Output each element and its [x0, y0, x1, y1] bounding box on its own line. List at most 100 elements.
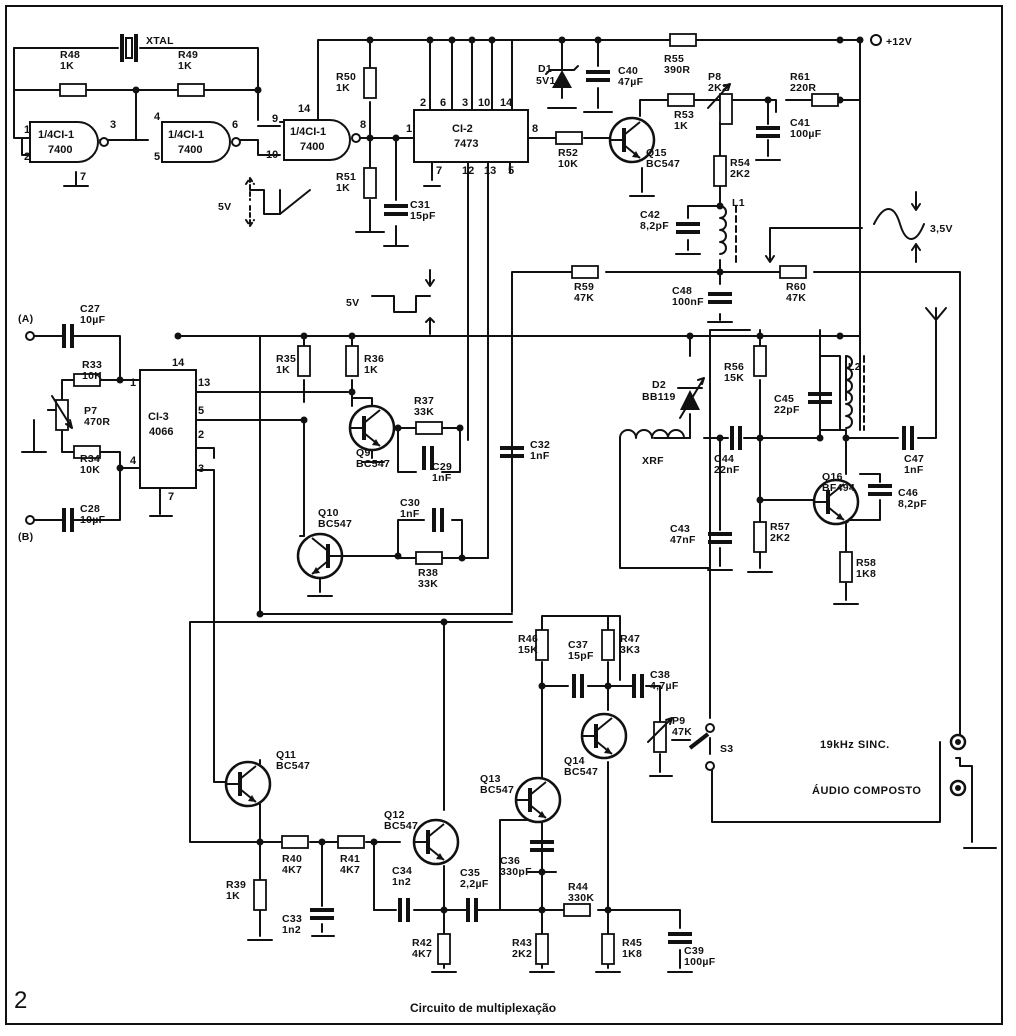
capacitor-value: 100µF — [684, 956, 716, 968]
resistor-value: 1K — [364, 364, 378, 376]
resistor-r48 — [59, 83, 87, 97]
resistor-value: 4K7 — [282, 864, 302, 876]
resistor-r39 — [253, 879, 267, 911]
supply-terminal: +12V — [870, 34, 912, 48]
gate-2-type: 7400 — [178, 144, 202, 156]
pin-label: 14 — [172, 357, 185, 369]
capacitor-value: 330pF — [500, 866, 532, 878]
component-label: 5V1 — [536, 75, 556, 87]
pin-label: 8 — [532, 123, 538, 135]
component-label: XRF — [642, 455, 664, 467]
capacitor-ref: C40 — [618, 65, 638, 77]
pin-label: 6 — [232, 119, 238, 131]
emitter-arrow — [604, 747, 612, 754]
pin-label: 3 — [462, 97, 468, 109]
resistor-ref: P7 — [84, 405, 97, 417]
resistor-ref: R49 — [178, 49, 198, 61]
capacitor-value: 1nF — [400, 508, 420, 520]
transistor-type: BC547 — [384, 820, 418, 832]
emitter-arrow — [836, 513, 844, 520]
resistor-r49 — [177, 83, 205, 97]
pin-label: 1 — [406, 123, 412, 135]
capacitor-value: 22nF — [714, 464, 740, 476]
emitter-arrow — [436, 853, 444, 860]
pin-label: 10 — [478, 97, 490, 109]
input-terminals: (A) (B) — [18, 313, 35, 543]
transistor-ref: Q14 — [564, 755, 585, 767]
capacitor-value: 1nF — [904, 464, 924, 476]
ci2-name: CI-2 — [452, 123, 473, 135]
capacitor-ref: C47 — [904, 453, 924, 465]
capacitor-ref: C29 — [432, 461, 452, 473]
resistor-value: 4K7 — [340, 864, 360, 876]
resistor-value: 3K3 — [620, 644, 640, 656]
resistor-r52 — [555, 131, 583, 145]
resistor-value: 1K — [336, 82, 350, 94]
capacitor-ref: C33 — [282, 913, 302, 925]
transistor-type: BC547 — [318, 518, 352, 530]
capacitor-ref: C39 — [684, 945, 704, 957]
resistor-ref: R53 — [674, 109, 694, 121]
resistor-value: 47K — [786, 292, 806, 304]
pin-label: 2 — [24, 151, 30, 163]
capacitor-value: 1n2 — [282, 924, 301, 936]
resistor-r33 — [73, 373, 101, 387]
waveform-2-label: 5V — [346, 297, 359, 309]
ci3-chip: CI-3 4066 14 1 4 13 5 2 3 7 — [130, 357, 210, 503]
zener-diode-d1 — [545, 65, 579, 88]
resistor-r35 — [297, 345, 311, 377]
pin-label: 9 — [272, 113, 278, 125]
resistor-p8 — [719, 93, 733, 125]
input-b-label: (B) — [18, 531, 33, 543]
resistor-r44 — [563, 903, 591, 917]
gate-1-type: 7400 — [48, 144, 72, 156]
resistor-ref: R54 — [730, 157, 750, 169]
capacitor-ref: C48 — [672, 285, 692, 297]
capacitor-ref: C30 — [400, 497, 420, 509]
resistor-ref: R45 — [622, 937, 642, 949]
resistor-value: 1K — [226, 890, 240, 902]
pin-label: 1 — [24, 124, 30, 136]
resistor-r54 — [713, 155, 727, 187]
resistor-r42 — [437, 933, 451, 965]
resistor-ref: P8 — [708, 71, 721, 83]
waveform-1-label: 5V — [218, 201, 231, 213]
resistor-value: 15K — [518, 644, 538, 656]
inductors — [619, 205, 865, 439]
resistor-ref: R33 — [82, 359, 102, 371]
resistor-r40 — [281, 835, 309, 849]
resistor-ref: R35 — [276, 353, 296, 365]
figure-caption: Circuito de multiplexação — [410, 1001, 556, 1015]
transistor-ref: Q9 — [356, 447, 371, 459]
emitter-arrow — [632, 151, 640, 158]
resistor-r57 — [753, 521, 767, 553]
resistor-ref: R61 — [790, 71, 810, 83]
nand-gate-2: 1/4CI-1 7400 4 5 6 — [154, 111, 241, 163]
capacitor-value: 1nF — [530, 450, 550, 462]
resistor-ref: R41 — [340, 853, 360, 865]
resistor-ref: R60 — [786, 281, 806, 293]
emitter-arrow — [312, 567, 320, 574]
capacitor-ref: C35 — [460, 867, 480, 879]
capacitor-ref: C36 — [500, 855, 520, 867]
pin-label: 5 — [508, 165, 514, 177]
resistor-ref: R38 — [418, 567, 438, 579]
transistor-lead — [311, 537, 329, 552]
resistor-ref: R40 — [282, 853, 302, 865]
emitter-arrow — [372, 439, 380, 446]
transistor-ref: Q11 — [276, 749, 296, 761]
transistor-ref: Q13 — [480, 773, 501, 785]
component-label: D1 — [538, 63, 552, 75]
resistor-ref: R37 — [414, 395, 434, 407]
resistor-ref: R34 — [80, 453, 100, 465]
resistor-ref: R48 — [60, 49, 80, 61]
resistor-r60 — [779, 265, 807, 279]
resistor-r55 — [669, 33, 697, 47]
pin-label: 4 — [130, 455, 137, 467]
resistor-value: 10K — [558, 158, 578, 170]
transistor-type: BC547 — [356, 458, 390, 470]
transistor-lead — [239, 765, 257, 780]
emitter-arrow — [248, 795, 256, 802]
resistor-value: 1K8 — [856, 568, 876, 580]
